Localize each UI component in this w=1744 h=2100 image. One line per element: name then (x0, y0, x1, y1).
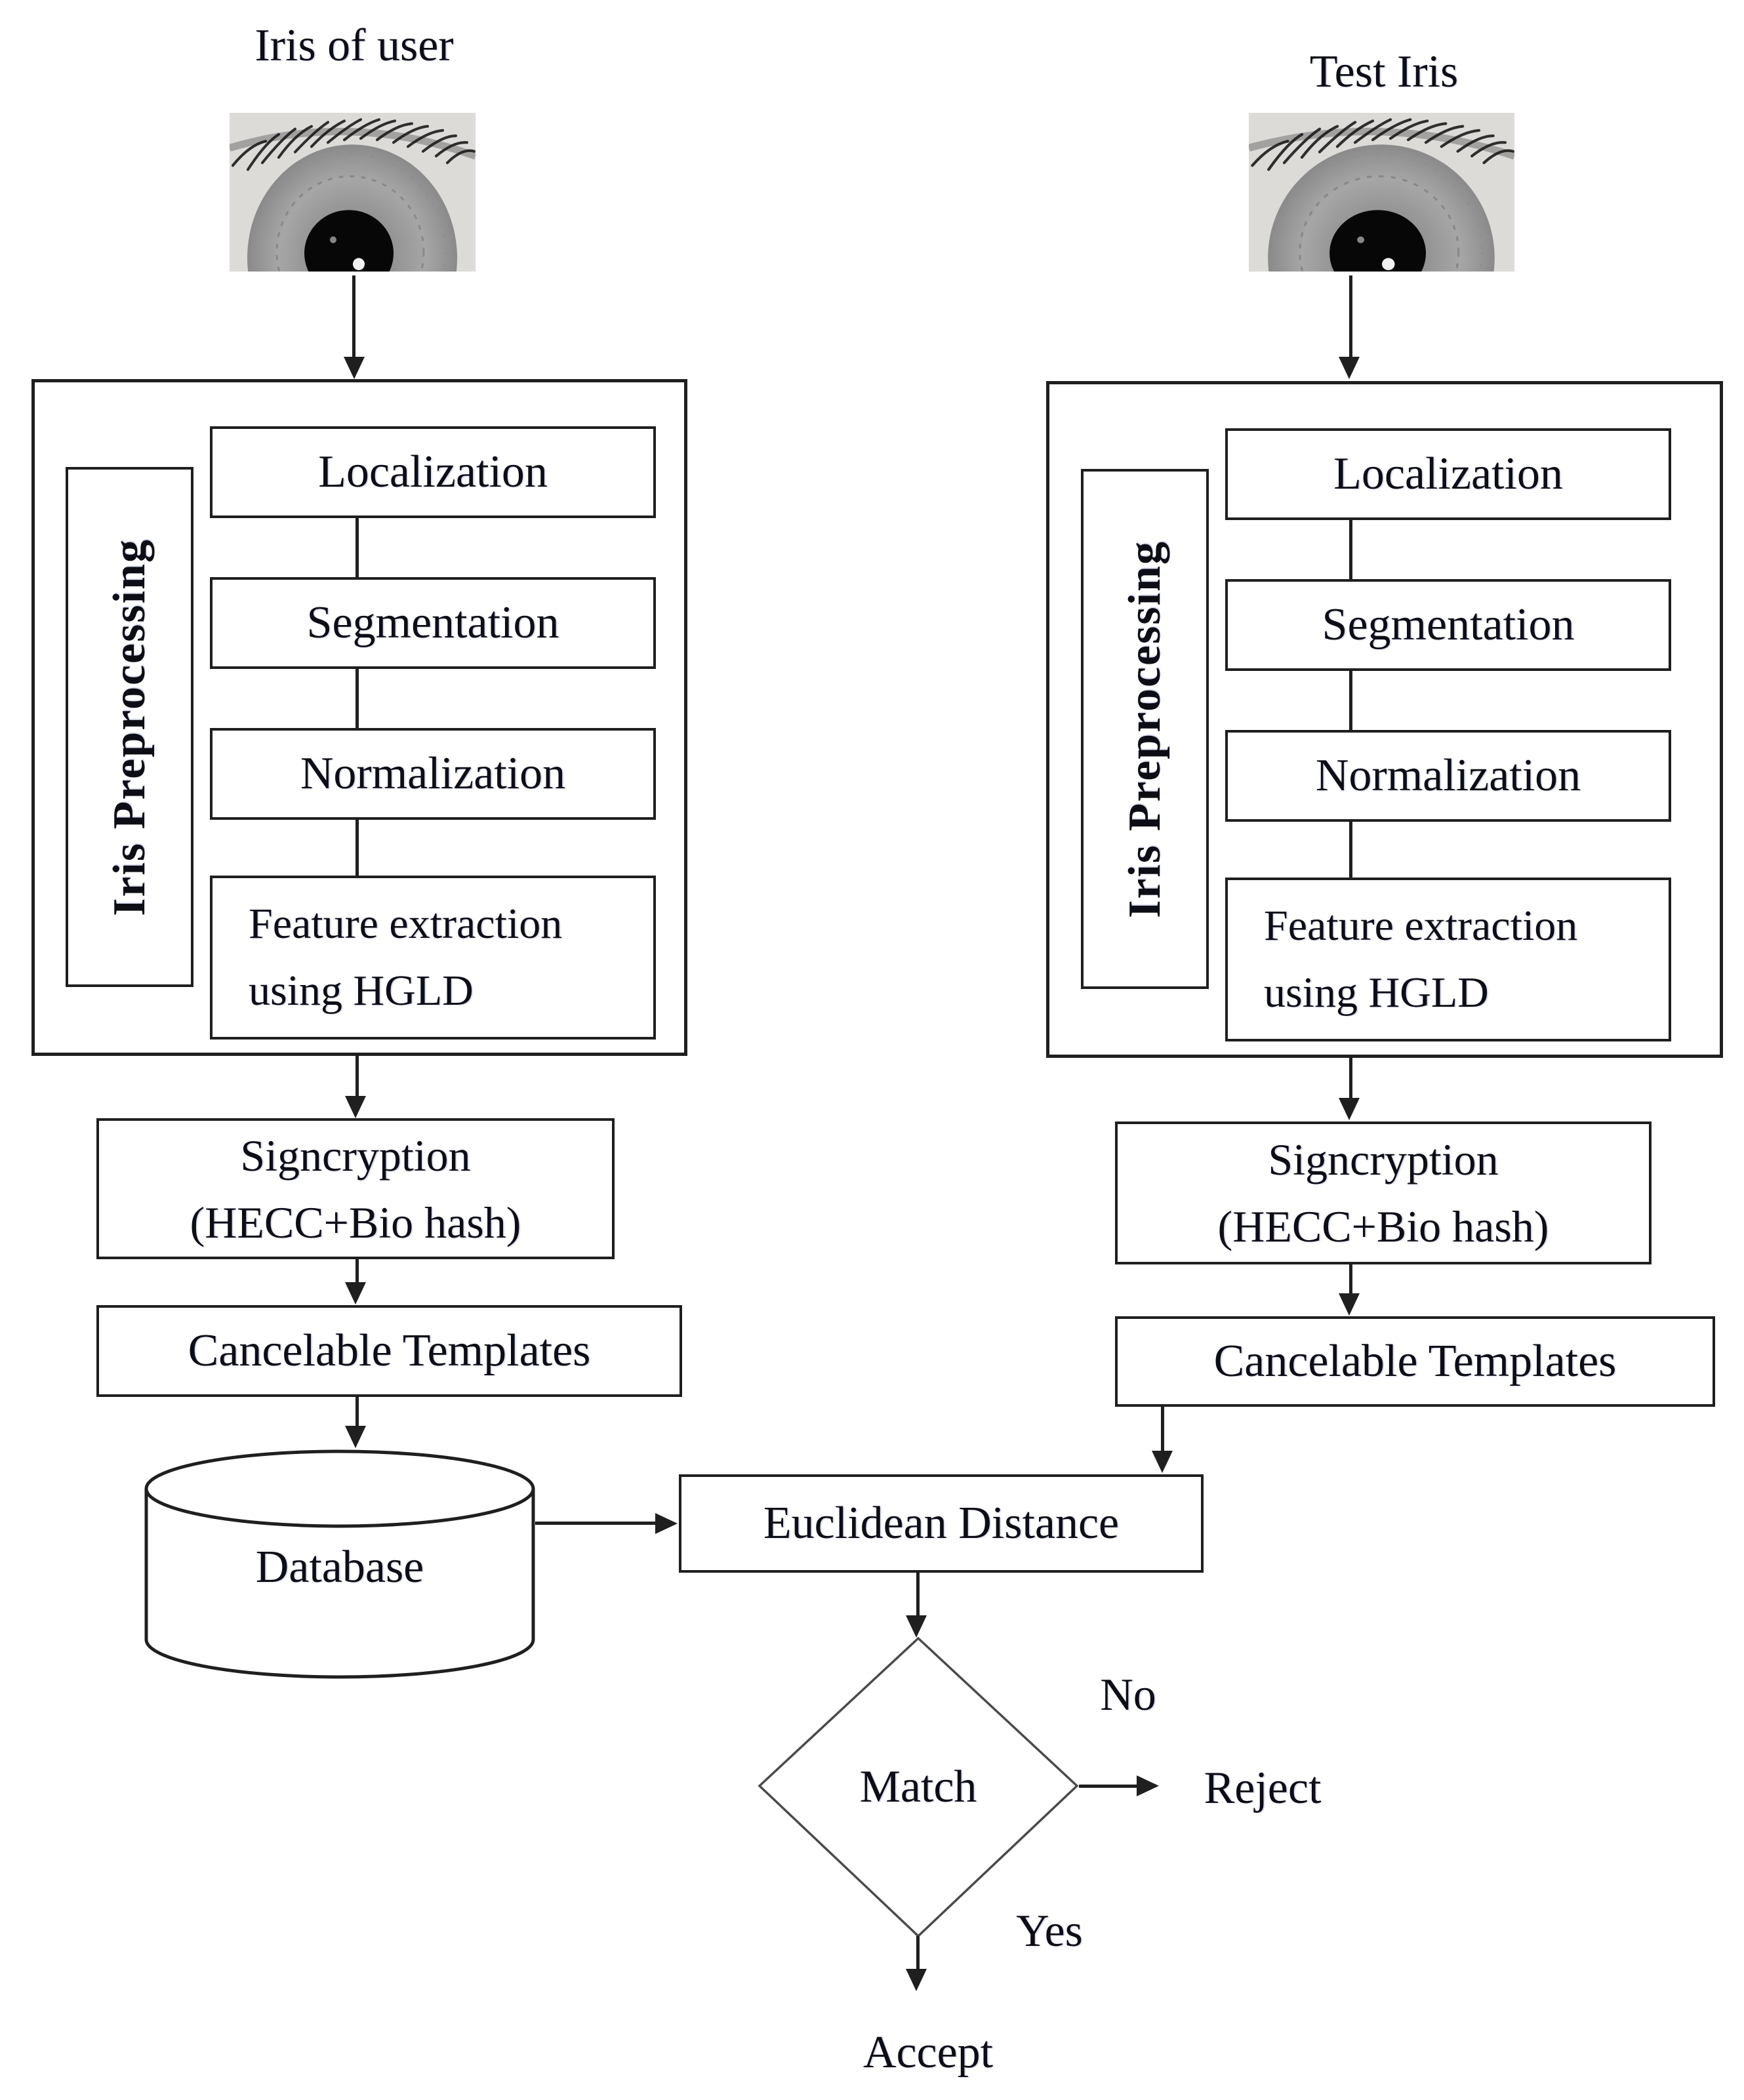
arrowhead-down-icon (1152, 1451, 1173, 1473)
arrowhead-right-icon (655, 1513, 678, 1534)
step-segmentation-left: Segmentation (210, 577, 656, 669)
connector-line (355, 669, 359, 728)
step-localization-left: Localization (210, 426, 656, 518)
preprocessing-vertical-text-right: Iris Preprocessing (1119, 540, 1170, 918)
connector-line (1349, 671, 1352, 730)
cancelable-templates-box-left: Cancelable Templates (96, 1305, 682, 1397)
step-segmentation-right-label: Segmentation (1322, 599, 1575, 651)
euclidean-distance-box: Euclidean Distance (679, 1474, 1204, 1573)
arrowhead-down-icon (1339, 1098, 1360, 1120)
signcryption-box-right: Signcryption (HECC+Bio hash) (1115, 1121, 1652, 1264)
arrow-line-signcryption-to-cancelable-left (355, 1259, 359, 1283)
feature-extraction-right-line2: using HGLD (1264, 969, 1489, 1017)
match-decision-label: Match (859, 1762, 977, 1812)
arrowhead-down-icon (344, 357, 365, 379)
connector-line (355, 820, 359, 876)
step-normalization-left: Normalization (210, 728, 656, 820)
database-label: Database (255, 1542, 424, 1592)
signcryption-right-line2: (HECC+Bio hash) (1217, 1201, 1549, 1251)
arrow-line-user-iris-to-preprocessing (352, 275, 355, 358)
reject-label: Reject (1204, 1763, 1322, 1813)
step-normalization-right: Normalization (1225, 730, 1671, 822)
arrow-line-test-iris-to-preprocessing (1349, 275, 1352, 358)
step-normalization-left-label: Normalization (300, 748, 566, 799)
arrow-line-cancelable-to-euclidean (1161, 1407, 1164, 1451)
arrowhead-down-icon (345, 1426, 366, 1448)
arrowhead-down-icon (906, 1615, 927, 1638)
connector-line (1349, 822, 1352, 878)
iris-photo-test (1249, 113, 1514, 272)
right-iris-title: Test Iris (1309, 47, 1459, 97)
arrow-line-database-to-euclidean (535, 1522, 656, 1525)
iris-photo-user (230, 113, 476, 272)
signcryption-box-left: Signcryption (HECC+Bio hash) (96, 1118, 615, 1259)
step-segmentation-right: Segmentation (1225, 579, 1671, 671)
step-segmentation-left-label: Segmentation (306, 597, 559, 649)
feature-extraction-left-line2: using HGLD (249, 967, 474, 1015)
arrowhead-down-icon (1339, 357, 1360, 379)
step-localization-right: Localization (1225, 428, 1671, 520)
feature-extraction-left-line1: Feature extraction (249, 899, 563, 948)
step-normalization-right-label: Normalization (1315, 750, 1581, 801)
left-iris-title: Iris of user (254, 20, 454, 71)
arrow-line-euclidean-to-match (916, 1573, 920, 1616)
arrow-line-cancelable-to-database (355, 1397, 359, 1426)
signcryption-right-line1: Signcryption (1268, 1135, 1499, 1184)
arrowhead-down-icon (345, 1096, 366, 1118)
yes-branch-label: Yes (1016, 1906, 1083, 1956)
arrowhead-down-icon (906, 1969, 927, 1991)
arrow-line-match-to-accept (916, 1936, 920, 1970)
preprocessing-vertical-label-left: Iris Preprocessing (66, 467, 193, 987)
cancelable-templates-right-label: Cancelable Templates (1213, 1336, 1617, 1387)
signcryption-left-line2: (HECC+Bio hash) (190, 1197, 521, 1247)
arrow-line-preprocessing-to-signcryption-left (355, 1056, 359, 1097)
cancelable-templates-box-right: Cancelable Templates (1115, 1316, 1715, 1407)
arrow-line-preprocessing-to-signcryption-right (1349, 1058, 1352, 1099)
arrowhead-down-icon (1339, 1293, 1360, 1316)
connector-line (1349, 520, 1352, 579)
connector-line (355, 518, 359, 577)
accept-label: Accept (862, 2027, 994, 2078)
database-cylinder (144, 1449, 535, 1679)
preprocessing-vertical-text-left: Iris Preprocessing (104, 538, 155, 916)
step-feature-extraction-left: Feature extraction using HGLD (210, 876, 656, 1040)
no-branch-label: No (1100, 1670, 1156, 1720)
euclidean-distance-label: Euclidean Distance (763, 1498, 1120, 1549)
step-localization-left-label: Localization (318, 447, 548, 498)
preprocessing-vertical-label-right: Iris Preprocessing (1081, 469, 1209, 989)
step-feature-extraction-right: Feature extraction using HGLD (1225, 878, 1671, 1041)
feature-extraction-right-line1: Feature extraction (1264, 901, 1578, 950)
arrowhead-down-icon (345, 1282, 366, 1304)
arrowhead-right-icon (1137, 1775, 1159, 1796)
arrow-line-signcryption-to-cancelable-right (1349, 1264, 1352, 1294)
step-localization-right-label: Localization (1333, 449, 1563, 500)
signcryption-left-line1: Signcryption (240, 1130, 471, 1181)
cancelable-templates-left-label: Cancelable Templates (188, 1325, 591, 1377)
arrow-line-match-to-reject (1079, 1785, 1138, 1788)
